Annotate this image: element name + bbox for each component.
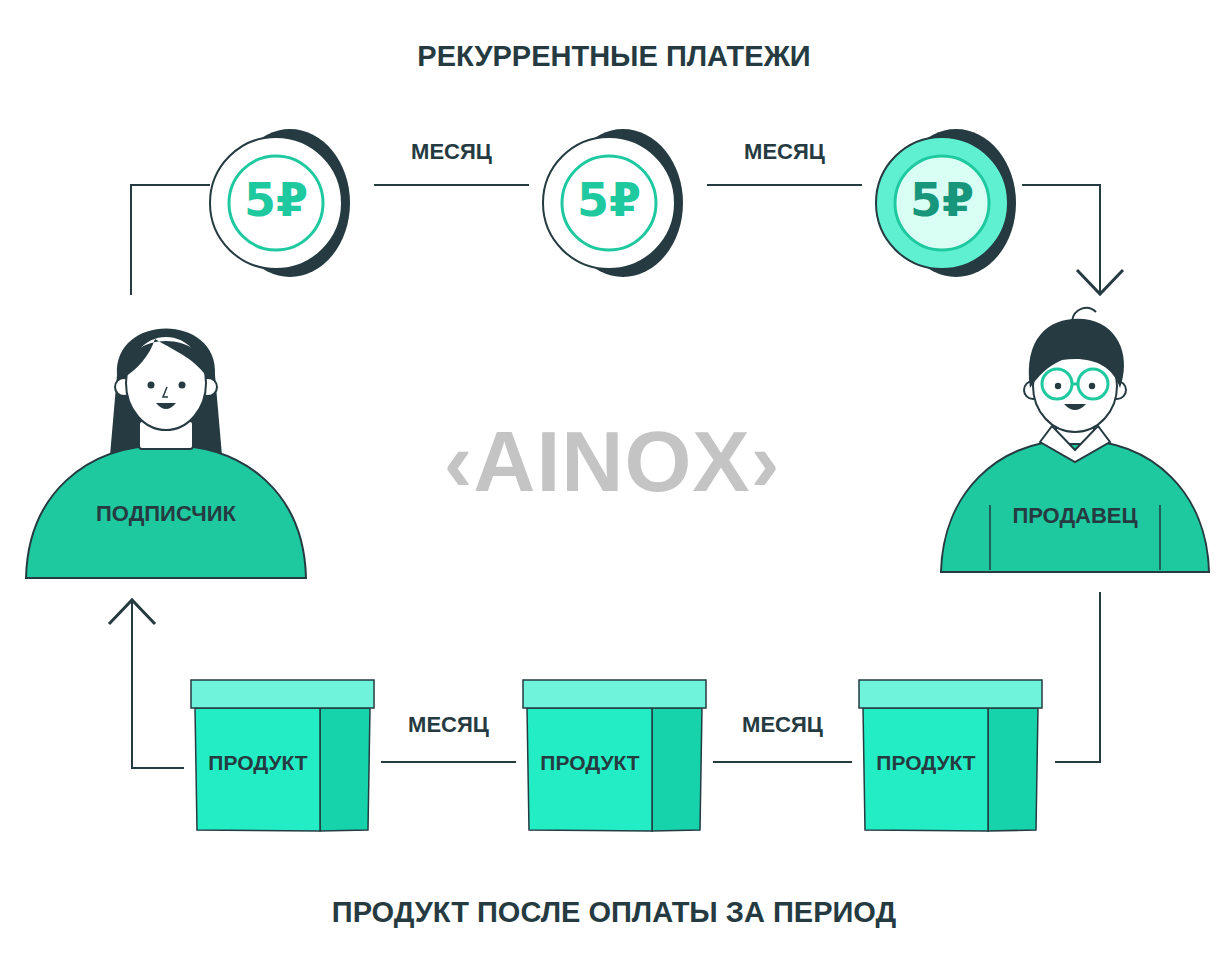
connector bbox=[131, 185, 210, 295]
connector bbox=[381, 761, 516, 763]
edge-label: МЕСЯЦ bbox=[407, 139, 496, 165]
node-label: ПРОДУКТ bbox=[196, 750, 320, 775]
product-box: ПРОДУКТ bbox=[190, 678, 375, 833]
connector bbox=[374, 184, 529, 186]
node-label: ПРОДУКТ bbox=[864, 750, 988, 775]
product-box: ПРОДУКТ bbox=[858, 678, 1043, 833]
connector bbox=[132, 600, 184, 768]
coin: 5₽ bbox=[543, 125, 683, 281]
coin: 5₽ bbox=[210, 125, 350, 281]
node-label: ПРОДАВЕЦ bbox=[1000, 503, 1150, 529]
subscriber-figure: ПОДПИСЧИК bbox=[25, 295, 307, 578]
edge-label: МЕСЯЦ bbox=[738, 712, 827, 738]
product-box: ПРОДУКТ bbox=[522, 678, 707, 833]
edge-label: МЕСЯЦ bbox=[404, 712, 493, 738]
title: РЕКУРРЕНТНЫЕ ПЛАТЕЖИ bbox=[0, 40, 1228, 73]
connector bbox=[713, 761, 852, 763]
node-label: ПОДПИСЧИК bbox=[65, 501, 267, 527]
node-label: 5₽ bbox=[557, 173, 661, 228]
connector bbox=[707, 184, 862, 186]
watermark: ‹AINOX› bbox=[412, 412, 812, 511]
connector bbox=[1055, 592, 1100, 762]
node-label: ПРОДУКТ bbox=[528, 750, 652, 775]
coin: 5₽ bbox=[876, 125, 1016, 281]
node-label: 5₽ bbox=[224, 173, 328, 228]
seller-figure: ПРОДАВЕЦ bbox=[940, 300, 1210, 572]
seller-figure-outline bbox=[940, 300, 1210, 572]
edge-label: МЕСЯЦ bbox=[740, 139, 829, 165]
node-label: 5₽ bbox=[890, 173, 994, 228]
caption: ПРОДУКТ ПОСЛЕ ОПЛАТЫ ЗА ПЕРИОД bbox=[0, 896, 1228, 929]
connector bbox=[1022, 185, 1100, 294]
subscriber-figure-outline bbox=[25, 295, 307, 578]
